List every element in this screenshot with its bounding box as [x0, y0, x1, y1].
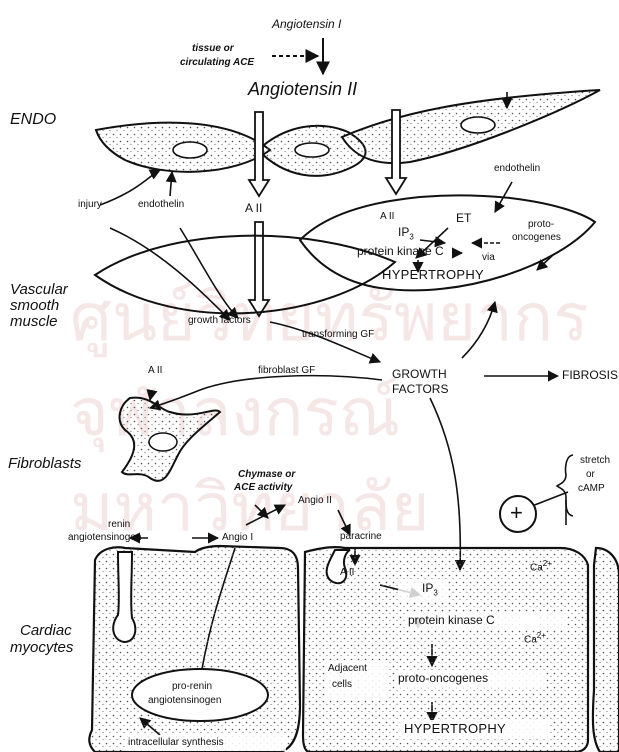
stretch-label-3: cAMP [578, 484, 605, 494]
intracellular-synthesis-label: intracellular synthesis [128, 738, 224, 748]
ca-mid-label: Ca2+ [524, 632, 546, 645]
angiotensin-ii-label: Angiotensin II [248, 80, 357, 98]
smc-et-label: ET [456, 212, 471, 224]
angio-i-label: Angio I [222, 533, 253, 543]
vascular-smooth-muscle-cell [95, 236, 395, 314]
smc-via-label: via [482, 253, 495, 263]
chymase-label-1: Chymase or [238, 470, 295, 480]
angio-ii-label: Angio II [298, 496, 332, 506]
vascular-label-1: Vascular [10, 282, 68, 298]
ace-label-line-1: tissue or [192, 44, 234, 54]
a-ii-center-label: A II [245, 202, 262, 214]
myocyte-ip3-label: IP3 [422, 582, 438, 597]
stretch-brace [557, 455, 573, 516]
injury-label: injury [78, 200, 102, 210]
endothelin-right-label: endothelin [494, 164, 540, 174]
plus-sign: + [510, 502, 523, 524]
cardiac-label-1: Cardiac [20, 623, 72, 639]
chymase-label-2: ACE activity [234, 483, 292, 493]
smc-proto-label-2: oncogenes [512, 233, 561, 243]
smc-ip3-label: IP3 [398, 226, 414, 241]
vascular-label-2: smooth [10, 298, 59, 314]
smc-proto-label-1: proto- [528, 220, 554, 230]
smc-pkc-label: protein kinase C [357, 245, 444, 257]
myocyte-pkc-label: protein kinase C [408, 614, 495, 626]
a-ii-receptor-label: A II [340, 568, 354, 578]
growth-factors-label-2: FACTORS [392, 383, 448, 395]
stretch-label-1: stretch [580, 456, 610, 466]
stretch-label-2: or [586, 470, 595, 480]
adjacent-label-1: Adjacent [328, 664, 367, 674]
endothelin-left-label: endothelin [138, 200, 184, 210]
cardiac-label-2: myocytes [10, 640, 73, 656]
smc-a-ii-label: A II [380, 212, 394, 222]
angiotensin-i-label: Angiotensin I [272, 18, 341, 30]
ca-top-label: Ca2+ [530, 560, 552, 573]
angiotensinogen-label: angiotensinogen [68, 533, 141, 543]
growth-factors-label-1: GROWTH [392, 368, 447, 380]
renin-label: renin [108, 520, 130, 530]
endo-label: ENDO [10, 112, 56, 128]
fibrosis-label: FIBROSIS [562, 369, 618, 381]
myocyte-hypertrophy-label: HYPERTROPHY [404, 722, 506, 735]
vascular-label-3: muscle [10, 314, 58, 330]
pro-renin-label-1: pro-renin [172, 682, 212, 692]
adjacent-label-2: cells [332, 680, 352, 690]
fibroblasts-label: Fibroblasts [8, 456, 81, 472]
fibroblast-a-ii-label: A II [148, 366, 162, 376]
fibroblast-gf-label: fibroblast GF [258, 366, 315, 376]
smc-hypertrophy-label: HYPERTROPHY [382, 268, 484, 281]
paracrine-label: paracrine [340, 532, 382, 542]
growth-factors-small-label: growth factors [188, 316, 251, 326]
transforming-gf-label: transforming GF [302, 330, 374, 340]
myocyte-proto-label: proto-oncogenes [398, 672, 488, 684]
ace-label-line-2: circulating ACE [180, 58, 254, 68]
pro-renin-label-2: angiotensinogen [148, 696, 221, 706]
